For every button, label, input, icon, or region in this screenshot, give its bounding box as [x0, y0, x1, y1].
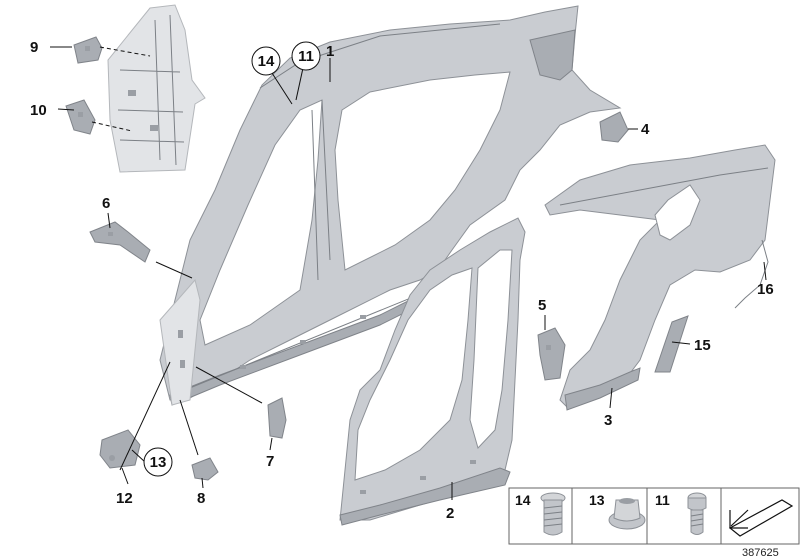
callout-4: 4 [641, 121, 650, 138]
callout-3: 3 [604, 412, 612, 429]
callout-8: 8 [197, 490, 205, 507]
side-frame-inner-part [339, 217, 526, 526]
nut-icon [608, 498, 646, 530]
reference-number: 387625 [742, 547, 779, 559]
bracket-part-6 [89, 221, 151, 263]
callout-9: 9 [30, 39, 38, 56]
bracket-part-7 [267, 397, 287, 439]
callout-1: 1 [326, 43, 334, 60]
callout-13-circle [143, 447, 173, 477]
callout-11: 11 [298, 48, 314, 65]
side-frame-outer-part [159, 5, 622, 406]
bracket-part-8 [191, 457, 219, 481]
callout-7: 7 [266, 453, 274, 470]
leader-lines [50, 46, 767, 500]
callout-14-circle [251, 46, 281, 76]
bracket-part-5 [537, 327, 566, 381]
legend-number-11: 11 [655, 492, 670, 508]
bracket-part-10 [65, 99, 96, 135]
cable-part-16 [734, 239, 769, 309]
callout-5: 5 [538, 297, 546, 314]
callout-11-circle [291, 41, 321, 71]
bracket-part-4 [599, 111, 629, 143]
seal-strip-part-15 [654, 315, 689, 373]
callout-14: 14 [258, 53, 275, 70]
rear-quarter-panel-part [544, 144, 776, 411]
callout-16: 16 [757, 281, 774, 298]
callout-13: 13 [150, 454, 167, 471]
bracket-part-12 [99, 429, 141, 469]
callout-10: 10 [30, 102, 47, 119]
callout-12: 12 [116, 490, 133, 507]
screw-icon [540, 492, 566, 536]
b-pillar-reinforcement-part [107, 4, 206, 173]
bolt-icon [687, 492, 707, 535]
callout-6: 6 [102, 195, 110, 212]
callout-labels: 1 2 3 4 5 6 7 8 9 10 11 12 13 14 15 16 [30, 39, 774, 522]
callout-15: 15 [694, 337, 711, 354]
legend-number-13: 13 [589, 492, 605, 508]
fastener-legend: 14 13 11 [508, 487, 800, 545]
bracket-part-9 [73, 36, 103, 64]
legend-number-14: 14 [515, 492, 531, 508]
arrow-down-icon [728, 499, 794, 537]
callout-2: 2 [446, 505, 454, 522]
